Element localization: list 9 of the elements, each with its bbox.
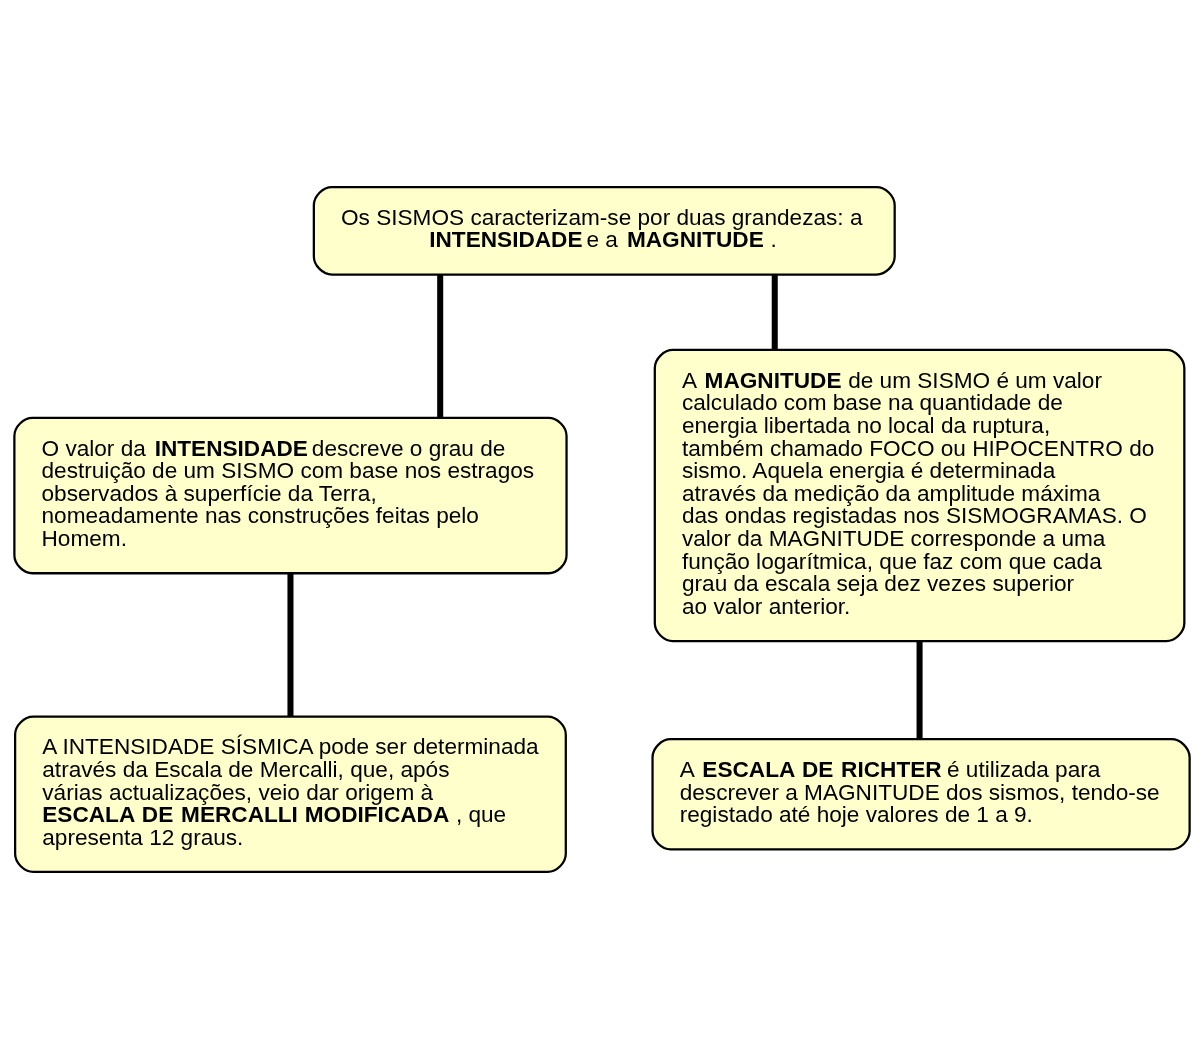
node-box: A INTENSIDADE SÍSMICA pode ser determinada através da Escala de Mercalli, que, após várias actualizações, veio dar origem à ESCALA DE MERCALLI MODIFICADA, que apresenta 12 graus. — [14, 715, 567, 874]
connector — [287, 573, 294, 717]
node-box: A ESCALA DE RICHTER é utilizada para descrever a MAGNITUDE dos sismos, tendo-se registado até hoje valores de 1 a 9. — [651, 738, 1191, 851]
connector — [916, 641, 923, 739]
node-box: A MAGNITUDE de um SISMO é um valor calculado com base na quantidade de energia libertada no local da ruptura, também chamado FOCO ou HIPOCENTRO do sismo. Aquela energia é determinada através da medição da amplitude máxima das ondas registadas nos SISMOGRAMAS. O valor da MAGNITUDE corresponde a uma função logarítmica, que faz com que cada grau da escala seja dez vezes superior ao valor anterior. — [653, 348, 1186, 643]
connector — [437, 275, 444, 418]
connector — [771, 275, 778, 350]
node-box: O valor da INTENSIDADE descreve o grau de destruição de um SISMO com base nos estragos observados à superfície da Terra, nomeadamente nas construções feitas pelo Homem. — [13, 416, 568, 575]
node-box: Os SISMOS caracterizam-se por duas grandezas: a INTENSIDADE e a MAGNITUDE. — [312, 185, 896, 276]
